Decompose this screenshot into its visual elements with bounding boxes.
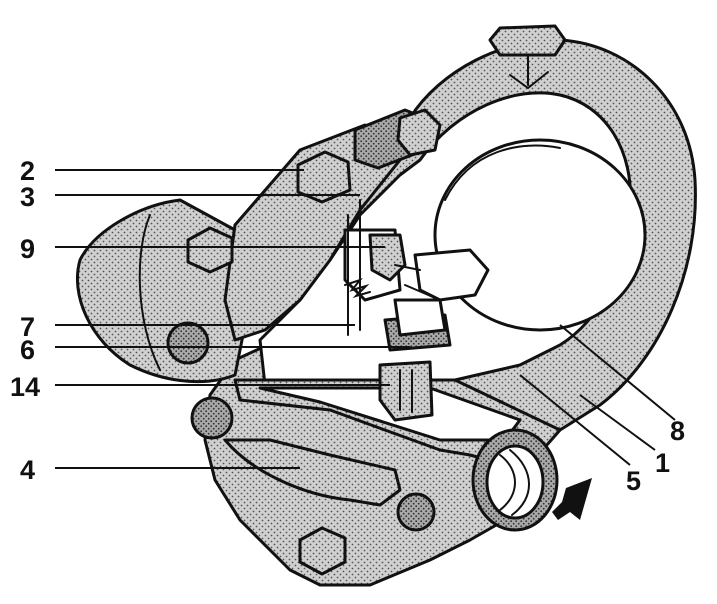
callout-1: 1 — [655, 448, 670, 478]
leader-lines — [55, 169, 676, 469]
bolts-bottom — [190, 396, 436, 576]
callout-14: 14 — [10, 372, 40, 402]
callout-labels: 2 3 9 7 6 14 4 8 1 5 — [10, 156, 685, 496]
callout-2: 2 — [20, 156, 35, 186]
lower-body — [223, 438, 402, 507]
callout-3: 3 — [20, 182, 35, 212]
callout-6: 6 — [20, 335, 35, 365]
valve-mechanism — [343, 199, 490, 422]
flow-direction-arrow-icon — [552, 478, 592, 520]
outlet-channel — [233, 378, 562, 532]
bolt-top — [296, 108, 442, 204]
float-ball — [433, 138, 647, 332]
callout-9: 9 — [20, 234, 35, 264]
cover-flange — [223, 123, 402, 342]
callout-4: 4 — [20, 455, 35, 485]
top-lug — [488, 24, 567, 90]
callout-5: 5 — [626, 466, 641, 496]
callout-8: 8 — [670, 416, 685, 446]
bolt-left — [186, 226, 234, 274]
inlet-body — [75, 198, 252, 383]
callout-7: 7 — [20, 312, 35, 342]
